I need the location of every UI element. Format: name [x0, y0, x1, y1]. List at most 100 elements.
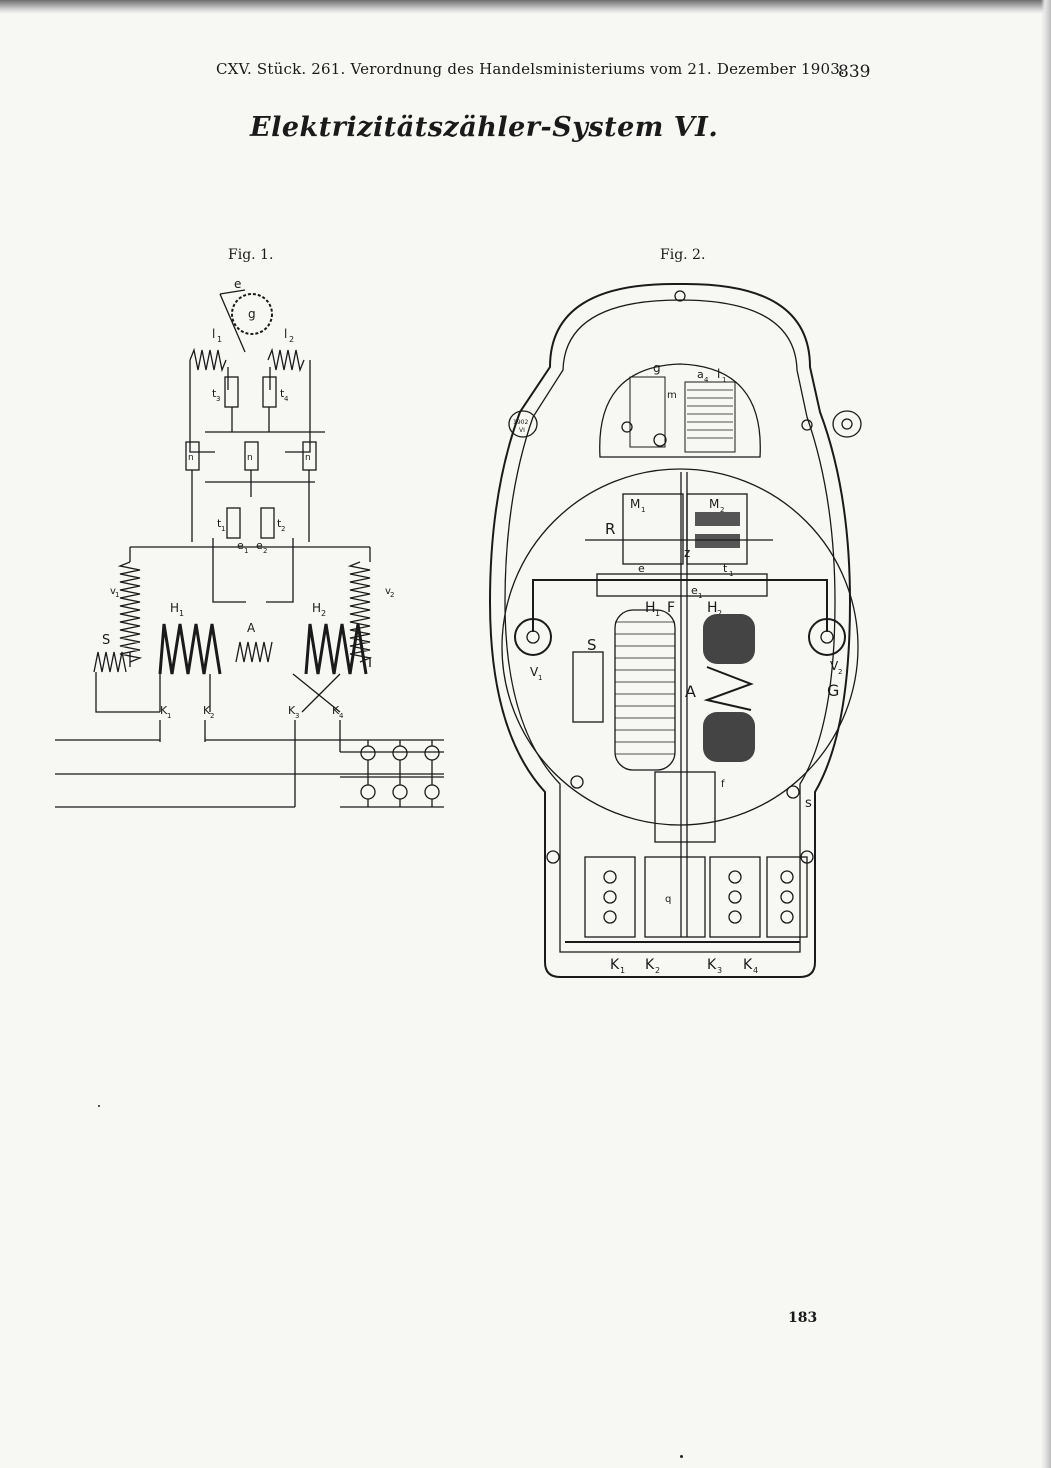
svg-text:H: H	[312, 601, 321, 615]
svg-text:1: 1	[641, 506, 645, 514]
svg-text:1: 1	[179, 609, 184, 618]
svg-text:2: 2	[281, 525, 285, 533]
svg-text:K: K	[610, 957, 620, 973]
svg-text:M: M	[630, 497, 640, 511]
svg-text:1: 1	[244, 547, 248, 555]
svg-text:1: 1	[538, 674, 542, 682]
fig1-circuit-diagram: e g l 1 l 2 t 3 t 4 n n n t 1 t 2 e 1 e …	[40, 272, 460, 816]
svg-text:K: K	[203, 704, 211, 717]
svg-text:K: K	[707, 957, 717, 973]
scan-right-edge	[1041, 0, 1051, 1468]
svg-text:1: 1	[115, 591, 119, 599]
svg-text:4: 4	[704, 376, 709, 384]
fig2-crossbar	[596, 573, 768, 597]
svg-text:2: 2	[390, 591, 394, 599]
svg-text:1: 1	[698, 592, 702, 600]
fig1-resistor-S	[93, 651, 127, 673]
svg-text:2: 2	[289, 335, 294, 344]
page-number: 839	[838, 62, 871, 82]
fig1-contact-t3	[224, 376, 239, 408]
scan-speck	[680, 1455, 683, 1458]
svg-text:1: 1	[655, 609, 660, 618]
fig2-magnet-M1	[622, 493, 684, 565]
fig2-lower-mechanism	[654, 771, 716, 843]
fig1-coil-l2	[267, 347, 305, 373]
fig1-lamps	[360, 740, 440, 807]
svg-text:1: 1	[167, 712, 171, 720]
svg-text:l: l	[717, 367, 720, 381]
svg-text:f: f	[721, 779, 725, 790]
fig1-gear-wheel	[231, 293, 273, 335]
svg-text:v: v	[385, 586, 391, 597]
svg-text:K: K	[645, 957, 655, 973]
svg-text:2: 2	[210, 712, 214, 720]
fig1-label-l1: l	[212, 327, 215, 341]
svg-text:t: t	[280, 387, 285, 400]
svg-text:K: K	[743, 957, 753, 973]
fig1-contact-t2	[260, 507, 275, 539]
svg-text:q: q	[665, 894, 671, 905]
svg-text:1: 1	[620, 966, 625, 975]
svg-text:m: m	[667, 390, 677, 401]
svg-text:2: 2	[720, 506, 724, 514]
fig2-outer-housing	[488, 282, 852, 978]
svg-text:2: 2	[655, 966, 660, 975]
fig2-main-chamber	[501, 468, 859, 826]
fig2-knob-V1	[514, 618, 552, 656]
scan-speck	[98, 1105, 100, 1107]
svg-text:4: 4	[339, 712, 344, 720]
sheet-number: 183	[788, 1310, 818, 1326]
svg-text:K: K	[160, 704, 168, 717]
svg-text:A: A	[685, 682, 696, 701]
svg-text:t: t	[217, 517, 222, 530]
fig2-meter-assembly: 1902 VI g a 4 l 1 m M 1 M 2 R z e t 1 e …	[455, 272, 885, 996]
fig1-caption: Fig. 1.	[228, 247, 274, 263]
svg-text:1: 1	[221, 525, 225, 533]
svg-text:3: 3	[295, 712, 299, 720]
fig2-coil-upper	[703, 614, 755, 664]
svg-text:n: n	[188, 453, 194, 463]
svg-text:e: e	[691, 584, 698, 597]
svg-text:a: a	[697, 368, 704, 381]
svg-text:2: 2	[263, 547, 267, 555]
fig1-mains-lines	[55, 739, 444, 808]
svg-text:2: 2	[838, 668, 842, 676]
svg-text:s: s	[805, 796, 812, 811]
svg-text:3: 3	[216, 395, 220, 403]
svg-text:VI: VI	[519, 427, 525, 434]
fig1-label-g: g	[248, 307, 256, 321]
fig1-coil-l1	[189, 347, 227, 373]
svg-text:V: V	[530, 665, 539, 679]
fig1-coil-H2	[304, 623, 368, 675]
svg-text:4: 4	[284, 395, 289, 403]
fig2-inner-housing	[504, 299, 836, 953]
svg-text:t: t	[212, 387, 217, 400]
fig2-armature-drum	[614, 609, 676, 771]
fig2-coil-lower	[703, 712, 755, 762]
fig2-right-mounting-lug	[832, 410, 862, 438]
svg-text:n: n	[247, 453, 253, 463]
fig1-label-A: A	[247, 621, 256, 635]
svg-text:H: H	[707, 600, 718, 616]
fig1-coil-H1	[158, 623, 222, 675]
fig2-terminal-blocks	[584, 856, 808, 938]
svg-text:G: G	[827, 681, 839, 700]
svg-text:V: V	[830, 659, 839, 673]
svg-text:e: e	[638, 562, 645, 575]
svg-text:e: e	[256, 539, 263, 552]
svg-text:S: S	[587, 636, 597, 654]
svg-text:t: t	[277, 517, 282, 530]
fig1-contact-t1	[226, 507, 241, 539]
svg-text:2: 2	[321, 609, 326, 618]
fig2-disc-S	[572, 651, 604, 723]
svg-text:1: 1	[729, 570, 733, 578]
svg-text:M: M	[709, 497, 719, 511]
svg-text:e: e	[237, 539, 244, 552]
svg-text:H: H	[170, 601, 179, 615]
svg-text:K: K	[288, 704, 296, 717]
fig2-caption: Fig. 2.	[660, 247, 706, 263]
fig2-knob-V2	[808, 618, 846, 656]
scan-top-edge	[0, 0, 1051, 14]
svg-text:n: n	[305, 453, 311, 463]
fig2-register-dome	[599, 363, 761, 458]
